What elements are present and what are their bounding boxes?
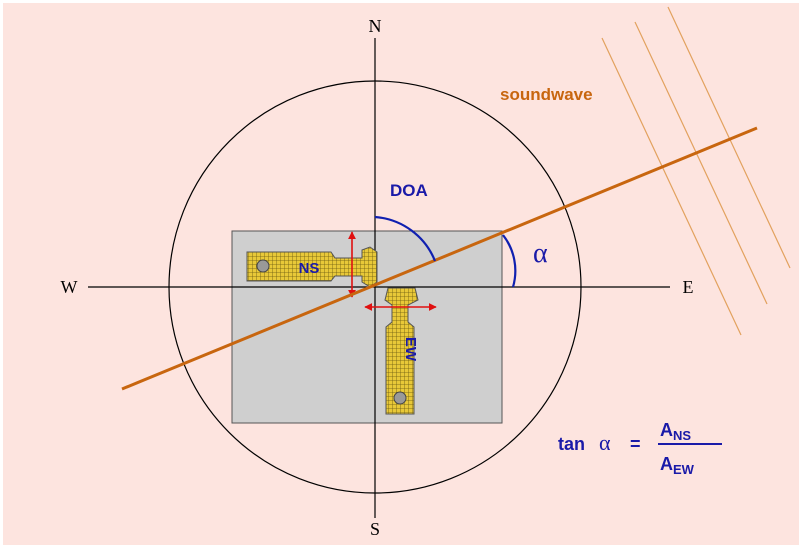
doa-label: DOA (390, 181, 428, 200)
soundwave-label: soundwave (500, 85, 593, 104)
soundwave-fronts (601, 6, 791, 336)
denominator-base: A (660, 454, 673, 474)
numerator-sub: NS (673, 428, 691, 443)
formula-equals: = (630, 434, 641, 454)
formula-alpha: α (599, 430, 611, 455)
formula: tan α = ANS AEW (558, 420, 722, 477)
ns-sensor (246, 246, 378, 288)
ew-sensor-hole (393, 391, 407, 405)
ew-sensor (384, 287, 419, 415)
ns-sensor-label: NS (299, 260, 320, 277)
soundwave-line (121, 126, 758, 391)
formula-tan: tan (558, 434, 585, 454)
north-label: N (369, 16, 382, 36)
denominator-sub: EW (673, 462, 695, 477)
doa-arc (374, 215, 437, 262)
wavefront-line (634, 21, 768, 305)
numerator-base: A (660, 420, 673, 440)
east-label: E (683, 277, 694, 297)
alpha-arc (502, 234, 517, 288)
wavefront-line (601, 37, 742, 336)
alpha-label: α (533, 238, 548, 269)
ns-sensor-hole (256, 259, 270, 273)
formula-denominator: AEW (660, 454, 695, 477)
wavefront-line (667, 6, 791, 269)
west-label: W (61, 277, 78, 297)
ew-sensor-label: EW (402, 337, 419, 362)
formula-numerator: ANS (660, 420, 691, 443)
south-label: S (370, 519, 380, 539)
